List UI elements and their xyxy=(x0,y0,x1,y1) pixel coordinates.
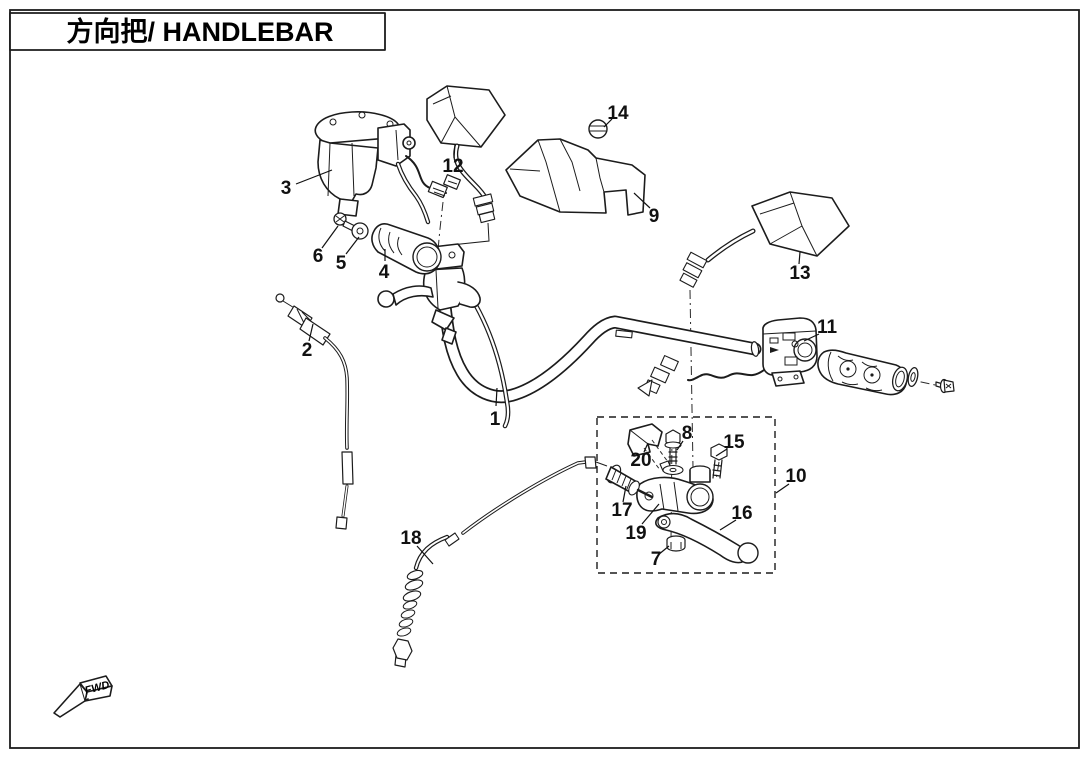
part-throttle-cable xyxy=(275,293,354,530)
part-perch-bolt xyxy=(710,443,728,479)
leader-line-2 xyxy=(308,323,314,342)
part-washer-left xyxy=(351,222,369,240)
leader-line-19 xyxy=(641,503,660,525)
left-lever-clamp-assembly xyxy=(377,243,481,345)
leader-line-13 xyxy=(798,251,801,265)
leader-line-17 xyxy=(622,485,627,503)
callout-15-perch-bolt: 15 xyxy=(723,432,745,453)
fwd-marker: FWD xyxy=(53,675,113,718)
leader-line-10 xyxy=(775,483,790,494)
lever-ball-end xyxy=(377,290,395,308)
page-border xyxy=(9,9,1080,749)
brake-hose xyxy=(465,289,511,429)
leader-line-1 xyxy=(495,387,498,407)
part-clutch-cable xyxy=(392,456,608,668)
callout-16-clutch-lever: 16 xyxy=(731,503,752,524)
callout-17-cable-adjuster: 17 xyxy=(611,500,632,521)
callout-4-throttle-tube-left: 4 xyxy=(379,262,390,283)
part-throttle-tube xyxy=(371,223,442,275)
leader-line-3 xyxy=(295,169,333,185)
callout-18-clutch-cable: 18 xyxy=(400,528,421,549)
callout-11-switch-housing: 11 xyxy=(817,317,838,338)
leader-line-8 xyxy=(676,440,684,451)
part-clutch-lever xyxy=(655,512,759,564)
part-cover-screw xyxy=(588,119,608,139)
part-cable-adjuster xyxy=(605,464,654,499)
callout-13-mirror-right: 13 xyxy=(789,263,810,284)
page-title: 方向把/ HANDLEBAR xyxy=(67,16,334,47)
callout-19-lever-perch: 19 xyxy=(625,523,646,544)
callout-5-washer-left: 5 xyxy=(336,253,347,274)
part-clamp-bolt xyxy=(662,429,684,476)
callout-12-mirror-left: 12 xyxy=(442,156,463,177)
leader-line-6 xyxy=(321,225,339,249)
leader-line-7 xyxy=(657,545,670,556)
part-lever-perch xyxy=(636,465,714,515)
callout-7-pivot-nut: 7 xyxy=(651,549,662,570)
part-mirror-left xyxy=(426,85,506,248)
callout-3-brake-master-cylinder: 3 xyxy=(281,178,292,199)
leader-line-5 xyxy=(345,236,360,255)
title-block: 方向把/ HANDLEBAR xyxy=(9,12,386,51)
leader-line-20 xyxy=(643,442,649,453)
leader-line-16 xyxy=(719,519,737,531)
leader-line-18 xyxy=(416,545,434,565)
part-mirror-right xyxy=(679,191,850,288)
part-handlebar-cover xyxy=(505,138,646,216)
part-pivot-nut xyxy=(666,535,686,552)
leader-line-15 xyxy=(715,448,728,457)
callout-2-throttle-cable: 2 xyxy=(302,340,313,361)
part-master-cylinder xyxy=(314,111,461,225)
callout-14-cover-screw: 14 xyxy=(607,103,629,124)
leader-line-12 xyxy=(453,143,456,159)
callout-1-handlebar-tube: 1 xyxy=(490,409,501,430)
part-bolt-right xyxy=(935,378,955,394)
lever-ball xyxy=(737,542,759,564)
callout-9-handlebar-cover: 9 xyxy=(649,206,660,227)
part-grip-right xyxy=(817,349,909,396)
callout-10-lever-assembly-group: 10 xyxy=(785,466,806,487)
leader-line-14 xyxy=(603,118,613,128)
part-washer-right xyxy=(907,367,919,387)
callout-20-handlebar-clamp-cap: 20 xyxy=(630,450,651,471)
leader-line-9 xyxy=(633,192,651,209)
handlebar-clip xyxy=(615,329,633,339)
callout-8-clamp-bolt: 8 xyxy=(682,423,693,444)
assembly-dashed-box xyxy=(596,416,776,574)
part-switch-housing xyxy=(637,317,818,397)
leader-line-11 xyxy=(803,333,820,342)
callout-6-bolt-left: 6 xyxy=(313,246,324,267)
